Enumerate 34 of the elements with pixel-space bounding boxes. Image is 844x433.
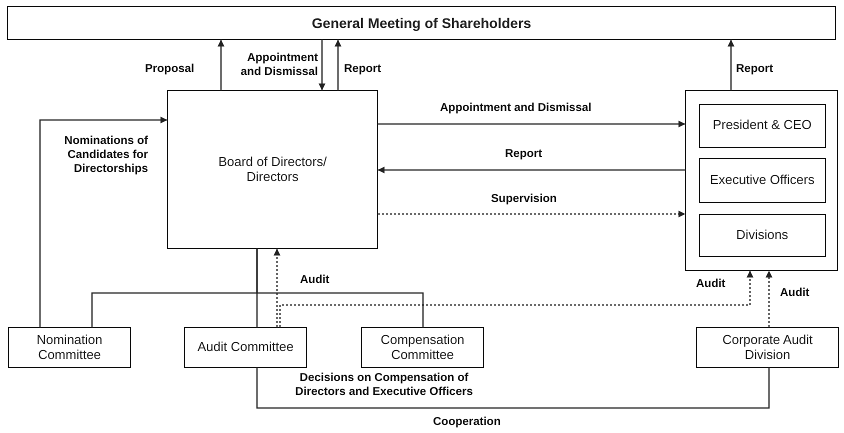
meeting-box: General Meeting of Shareholders xyxy=(7,6,836,40)
connector-arrow xyxy=(378,120,686,128)
edge-label: Report xyxy=(344,63,382,77)
edge-label: Nominations of Candidates for Directorships xyxy=(63,135,148,176)
edge-label: Appointment and Dismissal xyxy=(440,102,592,116)
board-box: Board of Directors/ Directors xyxy=(167,90,378,249)
edge-label: Supervision xyxy=(491,193,558,207)
division-box: Divisions xyxy=(698,214,826,257)
division-box: Corporate Audit Division xyxy=(696,327,839,368)
committee-box: Compensation Committee xyxy=(361,327,484,368)
connector-arrow xyxy=(334,40,342,90)
connector-arrow xyxy=(318,40,326,90)
committee-box: Audit Committee xyxy=(184,327,307,368)
connector-arrow xyxy=(378,210,686,218)
connector-arrow xyxy=(39,116,168,327)
edge-label: Report xyxy=(505,148,544,162)
edge-label: Report xyxy=(736,63,774,77)
edge-label: Audit xyxy=(780,287,810,301)
connector-arrow xyxy=(279,270,754,327)
node-note: Decisions on Compensation of Directors and Executive Officers xyxy=(294,372,474,400)
edge-label: Audit xyxy=(300,274,330,288)
edge-label: Appointment and Dismissal xyxy=(240,52,318,80)
connector-arrow xyxy=(218,40,224,90)
role-box: Executive Officers xyxy=(698,158,826,203)
connector-arrow xyxy=(728,40,734,90)
edge-label: Cooperation xyxy=(433,416,502,430)
connector-arrow xyxy=(378,166,685,174)
connector-arrow xyxy=(766,270,772,327)
edge-label: Proposal xyxy=(145,63,196,77)
committee-box: Nomination Committee xyxy=(8,327,131,368)
edge-label: Audit xyxy=(696,278,726,292)
group-box xyxy=(685,90,838,271)
role-box: President & CEO xyxy=(698,104,826,148)
connector-arrow xyxy=(274,248,280,327)
